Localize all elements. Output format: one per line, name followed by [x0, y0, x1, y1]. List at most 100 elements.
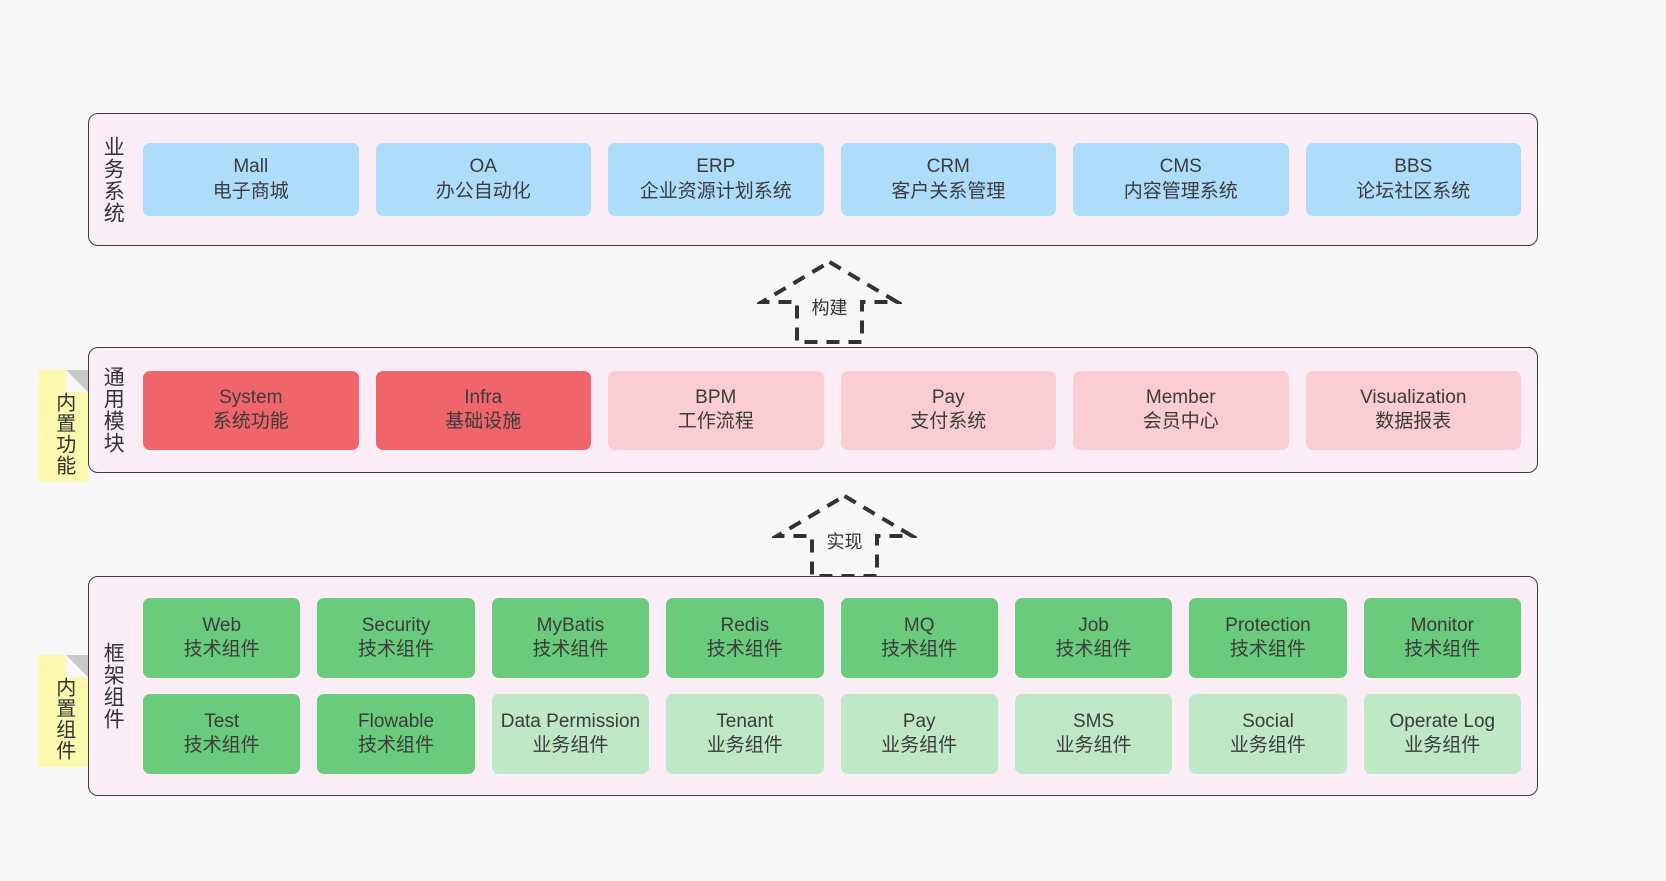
box-test-desc: 技术组件: [183, 735, 260, 756]
box-pay-component-name: Pay: [902, 710, 936, 732]
box-operate-log[interactable]: Operate Log 业务组件: [1363, 694, 1521, 774]
box-protection-desc: 技术组件: [1229, 639, 1306, 660]
framework-components-row-biz: Test 技术组件 Flowable 技术组件 Data Permission …: [143, 694, 1521, 774]
box-flowable-name: Flowable: [358, 710, 435, 732]
box-social[interactable]: Social 业务组件: [1189, 694, 1347, 774]
box-oa[interactable]: OA 办公自动化: [375, 143, 591, 216]
box-test[interactable]: Test 技术组件: [143, 694, 301, 774]
box-data-permission-desc: 业务组件: [532, 735, 609, 756]
box-oa-desc: 办公自动化: [435, 180, 531, 202]
box-pay-module-desc: 支付系统: [910, 411, 987, 432]
box-infra-desc: 基础设施: [445, 411, 522, 432]
box-job-name: Job: [1078, 614, 1109, 636]
box-mall-desc: 电子商城: [212, 180, 289, 202]
box-sms[interactable]: SMS 业务组件: [1014, 694, 1173, 774]
box-mq-name: MQ: [903, 614, 935, 636]
box-bpm[interactable]: BPM 工作流程: [608, 370, 824, 450]
box-cms-desc: 内容管理系统: [1123, 180, 1238, 202]
box-monitor[interactable]: Monitor 技术组件: [1363, 598, 1521, 678]
panel-business-systems-body: Mall 电子商城 OA 办公自动化 ERP 企业资源计划系统 CRM 客户关系…: [135, 114, 1537, 245]
box-visualization-desc: 数据报表: [1375, 411, 1452, 432]
box-tenant-name: Tenant: [716, 710, 774, 732]
box-erp-desc: 企业资源计划系统: [639, 180, 792, 202]
box-job[interactable]: Job 技术组件: [1014, 598, 1173, 678]
business-systems-row: Mall 电子商城 OA 办公自动化 ERP 企业资源计划系统 CRM 客户关系…: [143, 143, 1521, 216]
panel-common-modules-body: System 系统功能 Infra 基础设施 BPM 工作流程 Pay 支付系统…: [135, 348, 1537, 472]
arrow-build: 构建: [754, 256, 905, 346]
box-member-desc: 会员中心: [1142, 411, 1219, 432]
box-member[interactable]: Member 会员中心: [1073, 370, 1289, 450]
note-fold-corner-icon: [66, 370, 88, 392]
panel-framework-components-body: Web 技术组件 Security 技术组件 MyBatis 技术组件 Redi…: [135, 577, 1537, 795]
box-mall[interactable]: Mall 电子商城: [143, 143, 359, 216]
box-data-permission[interactable]: Data Permission 业务组件: [491, 694, 650, 774]
box-oa-name: OA: [469, 156, 497, 178]
box-bbs-desc: 论坛社区系统: [1356, 180, 1471, 202]
box-mybatis-desc: 技术组件: [532, 639, 609, 660]
box-bbs-name: BBS: [1394, 156, 1433, 178]
panel-framework-components: 框架组件 Web 技术组件 Security 技术组件 MyBatis 技术组件…: [88, 576, 1538, 796]
box-member-name: Member: [1145, 386, 1216, 408]
box-cms[interactable]: CMS 内容管理系统: [1073, 143, 1289, 216]
box-crm[interactable]: CRM 客户关系管理: [840, 143, 1056, 216]
box-cms-name: CMS: [1159, 156, 1202, 178]
box-infra-name: Infra: [464, 386, 503, 408]
box-erp-name: ERP: [696, 156, 736, 178]
box-pay-component[interactable]: Pay 业务组件: [840, 694, 998, 774]
arrow-implement-label: 实现: [823, 528, 866, 554]
box-mybatis[interactable]: MyBatis 技术组件: [491, 598, 650, 678]
box-security-desc: 技术组件: [358, 639, 435, 660]
box-redis-desc: 技术组件: [706, 639, 783, 660]
box-web-name: Web: [202, 614, 242, 636]
arrow-implement: 实现: [769, 490, 920, 580]
box-protection[interactable]: Protection 技术组件: [1189, 598, 1347, 678]
box-mq[interactable]: MQ 技术组件: [840, 598, 998, 678]
panel-common-modules: 通用模块 System 系统功能 Infra 基础设施 BPM 工作流程 Pay…: [88, 347, 1538, 473]
box-sms-desc: 业务组件: [1055, 735, 1132, 756]
box-social-desc: 业务组件: [1229, 735, 1306, 756]
box-job-desc: 技术组件: [1055, 639, 1132, 660]
box-pay-module[interactable]: Pay 支付系统: [840, 370, 1056, 450]
box-bpm-name: BPM: [695, 386, 737, 408]
box-redis-name: Redis: [720, 614, 770, 636]
box-data-permission-name: Data Permission: [500, 710, 641, 732]
box-security-name: Security: [361, 614, 431, 636]
box-tenant-desc: 业务组件: [706, 735, 783, 756]
box-crm-name: CRM: [926, 156, 970, 178]
box-redis[interactable]: Redis 技术组件: [666, 598, 824, 678]
panel-common-modules-title: 通用模块: [101, 366, 125, 454]
box-crm-desc: 客户关系管理: [891, 180, 1006, 202]
box-tenant[interactable]: Tenant 业务组件: [666, 694, 824, 774]
box-social-name: Social: [1242, 710, 1294, 732]
note-builtin-component: 内置组件: [38, 655, 88, 767]
box-test-name: Test: [204, 710, 240, 732]
box-infra[interactable]: Infra 基础设施: [375, 370, 591, 450]
box-web-desc: 技术组件: [183, 639, 260, 660]
box-mall-name: Mall: [233, 156, 269, 178]
box-monitor-name: Monitor: [1410, 614, 1474, 636]
box-erp[interactable]: ERP 企业资源计划系统: [608, 143, 824, 216]
panel-framework-components-title: 框架组件: [101, 642, 125, 730]
box-system[interactable]: System 系统功能: [143, 370, 359, 450]
box-bpm-desc: 工作流程: [677, 411, 754, 432]
common-modules-row: System 系统功能 Infra 基础设施 BPM 工作流程 Pay 支付系统…: [143, 370, 1521, 450]
box-web[interactable]: Web 技术组件: [143, 598, 301, 678]
box-bbs[interactable]: BBS 论坛社区系统: [1305, 143, 1521, 216]
box-system-desc: 系统功能: [212, 411, 289, 432]
box-visualization-name: Visualization: [1360, 386, 1467, 408]
box-protection-name: Protection: [1225, 614, 1311, 636]
box-mybatis-name: MyBatis: [536, 614, 605, 636]
panel-business-systems: 业务系统 Mall 电子商城 OA 办公自动化 ERP 企业资源计划系统 CRM…: [88, 113, 1538, 246]
note-fold-corner-icon: [66, 655, 88, 677]
box-visualization[interactable]: Visualization 数据报表: [1305, 370, 1521, 450]
note-builtin-function: 内置功能: [38, 370, 88, 482]
box-security[interactable]: Security 技术组件: [317, 598, 475, 678]
box-flowable[interactable]: Flowable 技术组件: [317, 694, 475, 774]
box-pay-component-desc: 业务组件: [881, 735, 958, 756]
note-builtin-function-text: 内置功能: [52, 392, 75, 476]
box-mq-desc: 技术组件: [881, 639, 958, 660]
box-operate-log-name: Operate Log: [1389, 710, 1496, 732]
box-sms-name: SMS: [1072, 710, 1115, 732]
box-operate-log-desc: 业务组件: [1404, 735, 1481, 756]
